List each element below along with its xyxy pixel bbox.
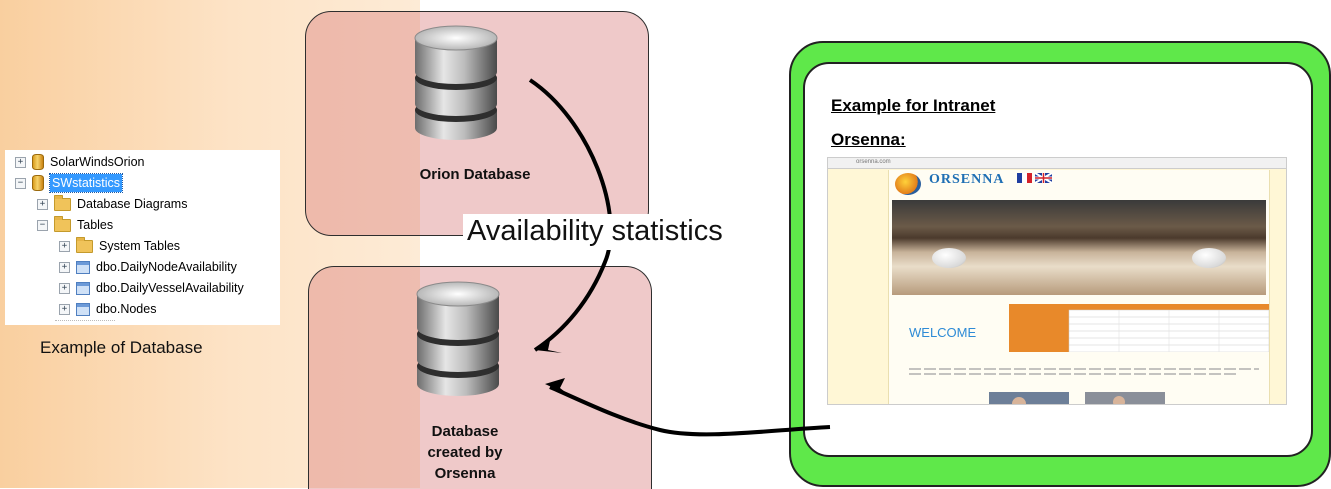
- tree-item[interactable]: + SolarWindsOrion: [15, 153, 144, 171]
- tree-item[interactable]: + Database Diagrams: [37, 194, 188, 213]
- tree-item[interactable]: − SWstatistics: [15, 173, 124, 193]
- orsenna-logo-text: ORSENNA: [929, 172, 1005, 187]
- database-caption: Example of Database: [40, 338, 203, 357]
- tree-item-label: Database Diagrams: [77, 197, 188, 211]
- tree-item[interactable]: + dbo.DailyVesselAvailability: [59, 279, 244, 297]
- tree-item-label: dbo.Nodes: [96, 302, 157, 316]
- collapse-icon[interactable]: −: [15, 177, 26, 189]
- label-line-3: Orsenna: [434, 465, 496, 482]
- office-desk-photo: [892, 200, 1266, 295]
- intranet-arrowhead: [545, 378, 569, 395]
- orsenna-logo-icon: [895, 173, 921, 195]
- table-icon: [76, 260, 90, 274]
- table-icon: [76, 281, 90, 295]
- orsenna-database-icon: [416, 281, 500, 396]
- tree-cut-edge: [55, 320, 115, 325]
- browser-address-bar: orsenna.com: [828, 158, 1286, 169]
- intranet-browser-screenshot: orsenna.com ORSENNA WELCOME: [827, 157, 1287, 405]
- availability-statistics-label: Availability statistics: [463, 214, 729, 250]
- intranet-flow-arrow: [549, 385, 831, 437]
- intranet-body-text: [909, 366, 1259, 378]
- tree-item[interactable]: + dbo.DailyNodeAvailability: [59, 258, 237, 276]
- orion-database-label: Orion Database: [419, 166, 531, 183]
- tree-item-label: System Tables: [99, 239, 181, 253]
- label-line-2: created by: [427, 444, 503, 461]
- intranet-thumbnails: [989, 392, 1189, 404]
- tree-item-label: SolarWindsOrion: [50, 155, 145, 169]
- thumbnail-images: [989, 392, 1165, 404]
- expand-icon[interactable]: +: [37, 198, 48, 210]
- expand-icon[interactable]: +: [59, 282, 70, 294]
- folder-icon: [54, 215, 71, 232]
- expand-icon[interactable]: +: [59, 240, 70, 252]
- tree-item[interactable]: + System Tables: [59, 236, 181, 255]
- computer-mouse-left: [932, 248, 966, 268]
- tree-item[interactable]: + dbo.Nodes: [59, 300, 156, 318]
- availability-mini-table: [1009, 304, 1269, 352]
- intranet-title-line-1: Example for Intranet: [831, 96, 996, 115]
- folder-icon: [54, 194, 71, 211]
- language-flags-icon: [1017, 173, 1053, 184]
- tree-item-label: SWstatistics: [48, 173, 124, 193]
- intranet-title-line-2: Orsenna:: [831, 130, 906, 149]
- statistics-flow-arrow: [528, 78, 613, 352]
- database-icon: [32, 175, 44, 191]
- expand-icon[interactable]: +: [15, 156, 26, 168]
- collapse-icon[interactable]: −: [37, 219, 48, 231]
- orion-database-icon: [414, 25, 498, 140]
- tree-item-label: Tables: [77, 218, 114, 232]
- orsenna-database-label: Database created by Orsenna: [405, 421, 525, 484]
- intranet-title: Example for Intranet Orsenna:: [831, 89, 995, 157]
- folder-icon: [76, 236, 93, 253]
- tree-item[interactable]: − Tables: [37, 215, 114, 234]
- table-icon: [76, 302, 90, 316]
- label-line-1: Database: [431, 423, 499, 440]
- statistics-arrowhead: [535, 336, 562, 353]
- expand-icon[interactable]: +: [59, 261, 70, 273]
- welcome-heading: WELCOME: [909, 325, 977, 340]
- database-icon: [32, 154, 44, 170]
- tree-item-label: dbo.DailyVesselAvailability: [96, 281, 244, 295]
- expand-icon[interactable]: +: [59, 303, 70, 315]
- tree-item-label: dbo.DailyNodeAvailability: [96, 260, 237, 274]
- computer-mouse-right: [1192, 248, 1226, 268]
- browser-url: orsenna.com: [856, 159, 891, 165]
- intranet-site: ORSENNA WELCOME: [888, 170, 1270, 404]
- text-lines-graphic: [909, 368, 1259, 375]
- database-tree: +SolarWindsOrion−SWstatistics+Database D…: [5, 150, 280, 325]
